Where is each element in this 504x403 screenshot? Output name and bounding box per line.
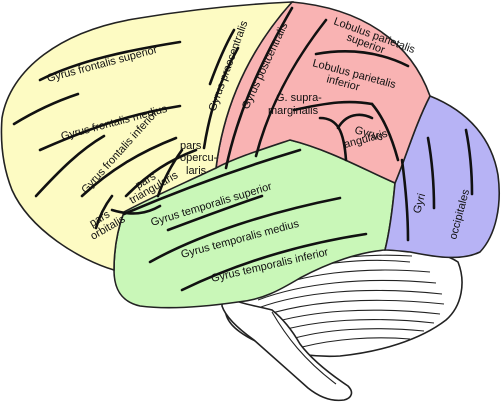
cerebellum-folia bbox=[301, 337, 411, 348]
cerebellum-folia bbox=[267, 309, 441, 325]
brainstem bbox=[221, 295, 353, 402]
sulcus bbox=[38, 40, 182, 82]
brainstem-line bbox=[271, 311, 337, 385]
sulcus bbox=[370, 102, 400, 162]
sulcus bbox=[202, 46, 240, 150]
occipital-sulci bbox=[400, 128, 474, 242]
sulcus bbox=[38, 104, 182, 152]
label-g-supramarginalis-2: marginalis bbox=[268, 105, 319, 117]
sulcus bbox=[426, 136, 436, 210]
sulcus bbox=[292, 100, 374, 112]
sulcus bbox=[314, 50, 410, 68]
sulcus bbox=[336, 113, 374, 130]
sulcus bbox=[80, 136, 178, 198]
sulcus bbox=[34, 134, 106, 198]
sulcus bbox=[122, 148, 302, 216]
sulcus bbox=[208, 28, 236, 86]
label-pars-opercularis-3: laris bbox=[186, 165, 207, 177]
label-pars-opercularis: pars bbox=[180, 140, 202, 152]
temporal-sulci bbox=[122, 148, 368, 292]
label-gyri-occipitales: Gyri bbox=[411, 192, 428, 215]
parietal-sulci bbox=[224, 6, 410, 170]
sulcus bbox=[110, 204, 162, 215]
cerebellum-folia bbox=[257, 289, 443, 309]
sulcus bbox=[180, 232, 368, 292]
cerebellum-folia bbox=[261, 299, 445, 317]
postcentral-sulcus bbox=[254, 18, 328, 158]
sulcus bbox=[12, 92, 80, 126]
cerebellum-folia bbox=[257, 279, 437, 301]
label-g-supramarginalis: G. supra- bbox=[276, 92, 322, 104]
cerebellum-folia bbox=[287, 328, 425, 341]
central-sulcus bbox=[224, 6, 294, 170]
frontal-lobe bbox=[0, 1, 294, 272]
frontal-sulci bbox=[12, 28, 240, 230]
sulcus bbox=[464, 128, 474, 196]
sulcus bbox=[148, 196, 342, 264]
sulcus bbox=[94, 194, 114, 230]
sulcus bbox=[400, 158, 410, 242]
sulcus bbox=[166, 194, 264, 232]
label-pars-opercularis-2: opercu- bbox=[180, 152, 218, 164]
sulcus bbox=[156, 148, 184, 198]
sulcus bbox=[124, 148, 198, 198]
